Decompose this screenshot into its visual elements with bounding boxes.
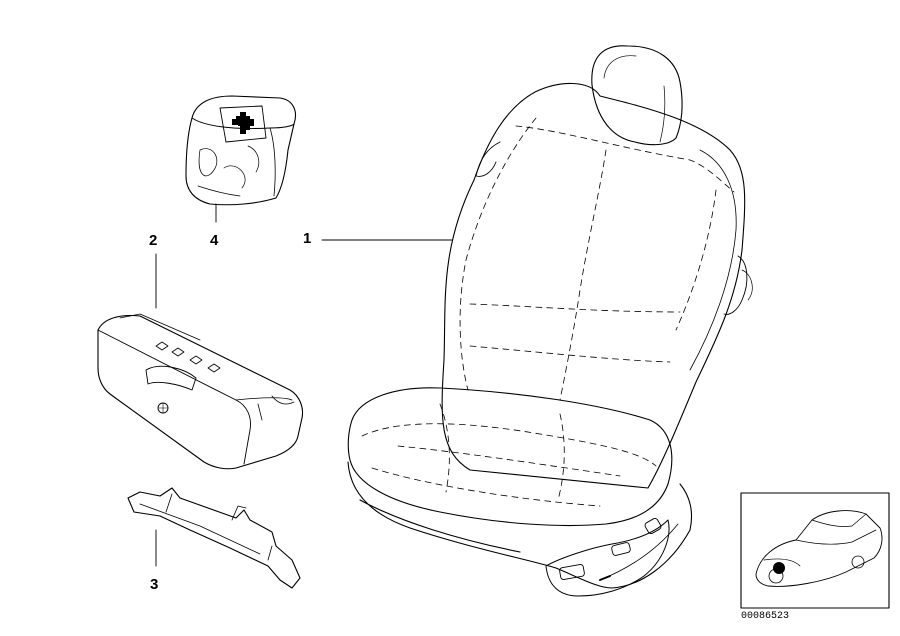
headrest <box>591 45 683 146</box>
callout-2: 2 <box>149 232 158 249</box>
vehicle-location-thumbnail <box>740 492 890 609</box>
backrest <box>441 82 753 489</box>
seat-cushion <box>347 387 673 527</box>
bracket-illustration <box>127 487 301 589</box>
location-marker-icon <box>773 562 785 574</box>
seat-base <box>347 461 693 597</box>
callout-3: 3 <box>150 576 159 593</box>
diagram-reference-number: 00086523 <box>741 611 790 622</box>
seat-illustration <box>347 45 753 597</box>
callout-4: 4 <box>210 232 219 249</box>
first-aid-kit-illustration <box>185 95 297 206</box>
storage-box-illustration <box>97 313 304 470</box>
callout-1: 1 <box>303 230 312 247</box>
